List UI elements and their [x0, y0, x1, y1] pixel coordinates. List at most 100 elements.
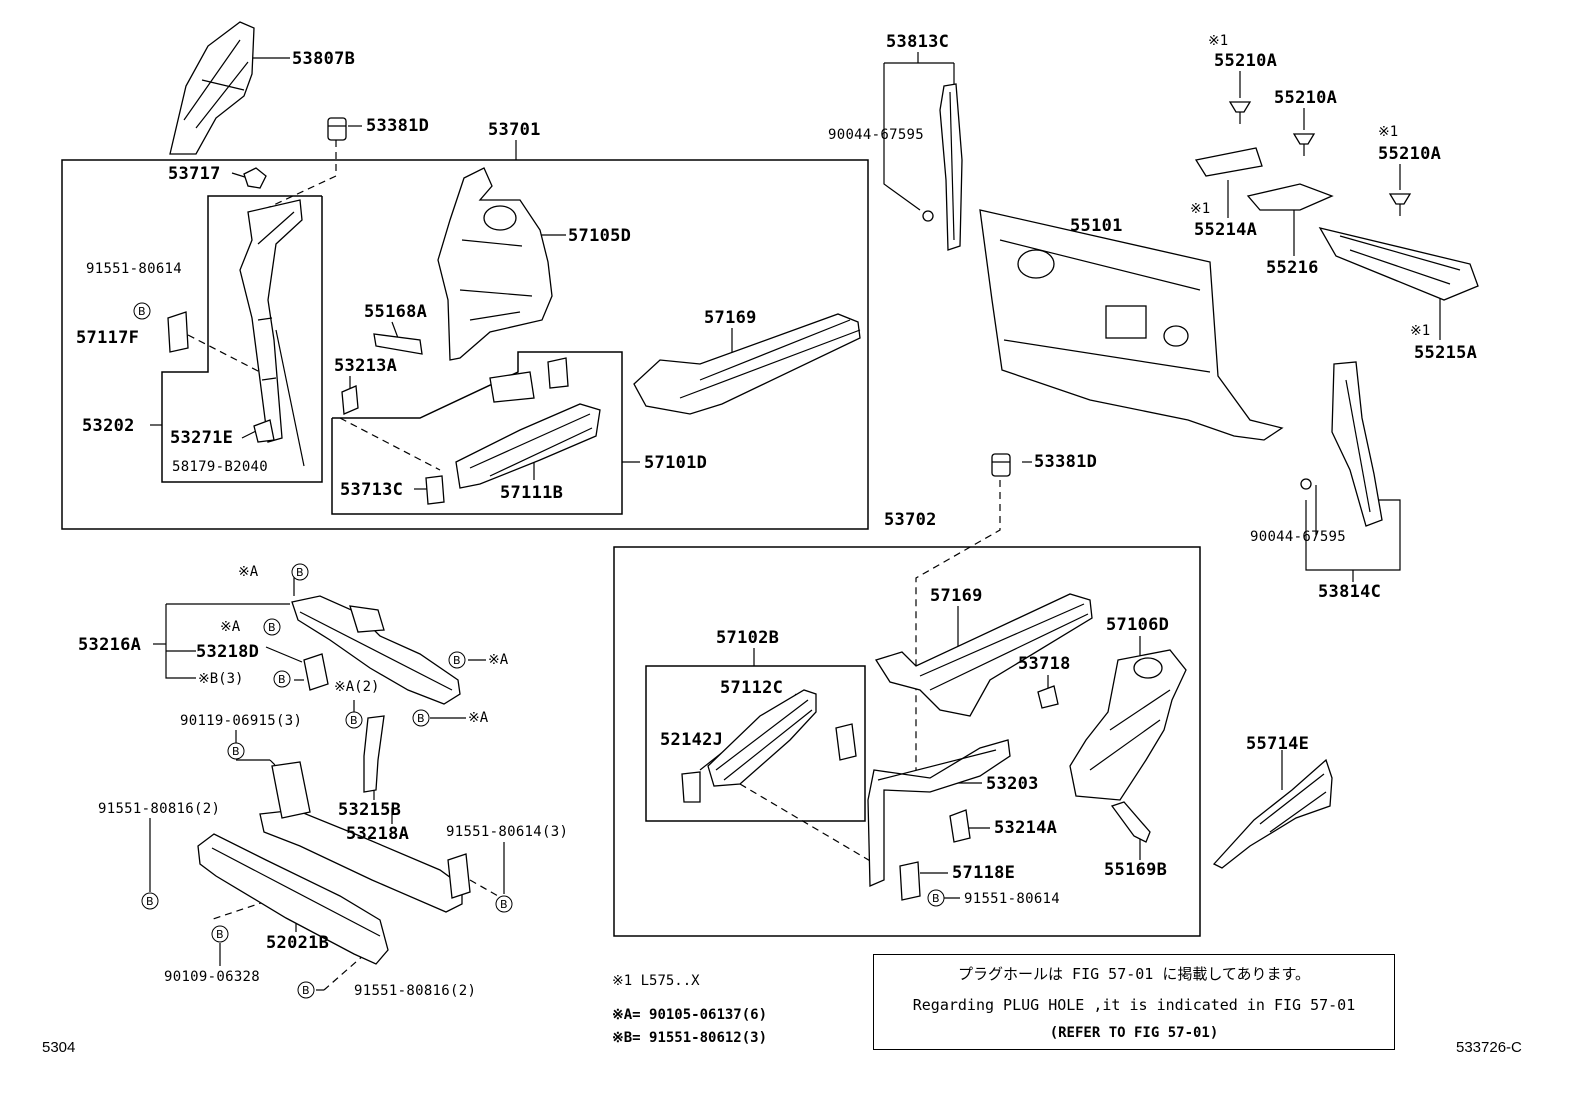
- label-57105D: 57105D: [568, 226, 632, 246]
- label-91551-80614: 91551-80614: [964, 891, 1061, 907]
- bolt-marker-B: B: [495, 895, 513, 913]
- svg-text:B: B: [232, 745, 240, 758]
- label-55216: 55216: [1266, 258, 1319, 278]
- svg-text:B: B: [268, 621, 276, 634]
- label-52142J: 52142J: [660, 730, 724, 750]
- ref-mark-1: ※1: [1378, 124, 1399, 140]
- part-53202: [239, 199, 303, 443]
- part-52021B: [197, 833, 389, 965]
- label-58179-B2040: 58179-B2040: [172, 459, 269, 475]
- label-90109-06328: 90109-06328: [164, 969, 261, 985]
- svg-text:B: B: [453, 654, 461, 667]
- label-55215A: 55215A: [1414, 343, 1478, 363]
- part-55215A: [1318, 227, 1479, 301]
- label-55210A: 55210A: [1214, 51, 1278, 71]
- label-53218A: 53218A: [346, 824, 410, 844]
- part-53271E: [253, 419, 275, 443]
- ref-A: ※A(2): [334, 679, 380, 695]
- label-57169: 57169: [930, 586, 983, 606]
- label-53216A: 53216A: [78, 635, 142, 655]
- group-box-57101D: [331, 351, 623, 515]
- bolt-marker-B: B: [273, 670, 291, 688]
- label-53814C: 53814C: [1318, 582, 1382, 602]
- svg-text:B: B: [350, 714, 358, 727]
- bolt-marker-B: B: [448, 651, 466, 669]
- svg-text:B: B: [216, 928, 224, 941]
- label-90119-06915: 90119-06915(3): [180, 713, 303, 729]
- label-91551-80816: 91551-80816(2): [98, 801, 221, 817]
- group-box-53702: [613, 546, 1201, 937]
- label-55101: 55101: [1070, 216, 1123, 236]
- svg-text:B: B: [278, 673, 286, 686]
- bolt-marker-B: B: [263, 618, 281, 636]
- bolt-marker-B: B: [211, 925, 229, 943]
- label-53203: 53203: [986, 774, 1039, 794]
- label-55214A: 55214A: [1194, 220, 1258, 240]
- bracket-53814C: [1305, 499, 1401, 571]
- bolt-marker-B: B: [412, 709, 430, 727]
- part-55214A: [1194, 147, 1263, 177]
- label-57111B: 57111B: [500, 483, 564, 503]
- part-53214A: [949, 809, 971, 843]
- ref-B: ※B(3): [198, 671, 244, 687]
- label-55210A: 55210A: [1274, 88, 1338, 108]
- part-55216: [1246, 183, 1334, 211]
- svg-text:B: B: [296, 566, 304, 579]
- part-55714E: [1212, 758, 1333, 869]
- bolt-marker-B: B: [345, 711, 363, 729]
- part-55210A-clip: [1388, 193, 1412, 216]
- label-55169B: 55169B: [1104, 860, 1168, 880]
- bracket-53813C: [883, 63, 921, 211]
- svg-text:B: B: [500, 898, 508, 911]
- label-91551-80816: 91551-80816(2): [354, 983, 477, 999]
- part-53218D: [303, 653, 329, 691]
- bolt-marker-B: B: [227, 742, 245, 760]
- part-57111B-clip: [547, 357, 569, 389]
- bolt-marker-B: B: [133, 302, 151, 320]
- label-57118E: 57118E: [952, 863, 1016, 883]
- part-57111B-bracket: [489, 371, 535, 403]
- footnote-1: ※1 L575..X: [612, 973, 700, 989]
- part-55210A-clip: [1228, 101, 1252, 124]
- part-53807B: [169, 21, 255, 155]
- label-53813C: 53813C: [886, 32, 950, 52]
- ref-A: ※A: [488, 652, 509, 668]
- part-55168A: [373, 333, 423, 355]
- label-55210A: 55210A: [1378, 144, 1442, 164]
- label-53218D: 53218D: [196, 642, 260, 662]
- ref-A: ※A: [220, 619, 241, 635]
- label-53381D: 53381D: [366, 116, 430, 136]
- label-53807B: 53807B: [292, 49, 356, 69]
- svg-text:B: B: [146, 895, 154, 908]
- label-90044-67595: 90044-67595: [1250, 529, 1347, 545]
- part-53813C: [939, 83, 963, 251]
- bolt-marker-B: B: [927, 889, 945, 907]
- bolt-marker-B: B: [297, 981, 315, 999]
- label-57101D: 57101D: [644, 453, 708, 473]
- label-57112C: 57112C: [720, 678, 784, 698]
- page-number: 5304: [42, 1039, 76, 1056]
- label-53381D: 53381D: [1034, 452, 1098, 472]
- svg-text:B: B: [302, 984, 310, 997]
- part-53717: [243, 167, 267, 189]
- group-box-53202: [161, 195, 323, 483]
- svg-text:B: B: [138, 305, 146, 318]
- label-53202: 53202: [82, 416, 135, 436]
- figure-code: 533726-C: [1456, 1039, 1522, 1056]
- part-90044-67595-bolt: [1300, 478, 1312, 490]
- label-90044-67595: 90044-67595: [828, 127, 925, 143]
- part-53814C: [1331, 361, 1383, 527]
- part-52142J: [681, 771, 701, 803]
- ref-mark-1: ※1: [1410, 323, 1431, 339]
- svg-text:B: B: [417, 712, 425, 725]
- part-53215B: [363, 715, 385, 793]
- plug-hole-ref: (REFER TO FIG 57-01): [1049, 1025, 1219, 1041]
- plug-hole-en: Regarding PLUG HOLE ,it is indicated in …: [912, 996, 1356, 1014]
- part-53713C: [425, 475, 445, 505]
- part-57117F: [167, 311, 189, 353]
- label-53215B: 53215B: [338, 800, 402, 820]
- bolt-marker-B: B: [291, 563, 309, 581]
- part-53381D-lower: [991, 453, 1011, 477]
- part-57112C: [707, 689, 817, 787]
